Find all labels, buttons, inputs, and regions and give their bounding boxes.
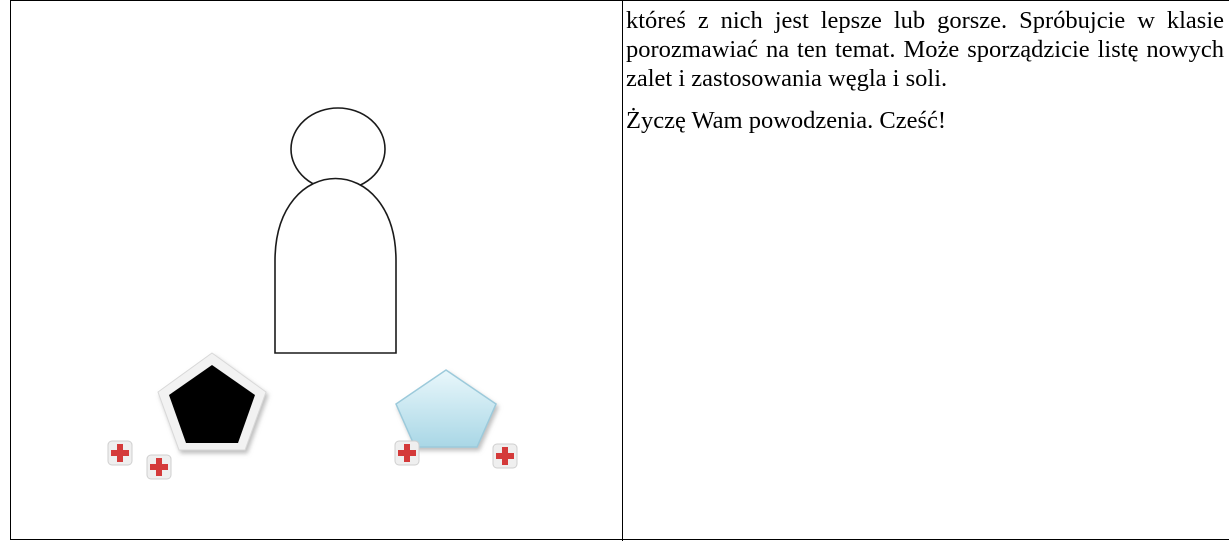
light-blue-pentagon-icon <box>395 369 497 448</box>
black-pentagon-icon <box>157 352 267 451</box>
layout-table <box>10 0 1229 541</box>
illustration-cell <box>11 1 622 541</box>
column-divider <box>622 1 623 541</box>
person-head-outline <box>290 107 386 191</box>
plus-badge-icon <box>107 440 133 466</box>
document-page: któreś z nich jest lepsze lub gorsze. Sp… <box>10 0 1229 541</box>
plus-badge-icon <box>146 454 172 480</box>
closing-paragraph: Życzę Wam powodzenia. Cześć! <box>626 107 947 134</box>
person-body-outline <box>274 177 397 354</box>
plus-badge-icon <box>394 440 420 466</box>
body-paragraph: któreś z nich jest lepsze lub gorsze. Sp… <box>626 7 1224 92</box>
person-outline-figure <box>274 107 397 354</box>
illustration <box>107 107 518 480</box>
plus-badge-icon <box>492 443 518 469</box>
text-cell: któreś z nich jest lepsze lub gorsze. Sp… <box>626 6 1224 135</box>
